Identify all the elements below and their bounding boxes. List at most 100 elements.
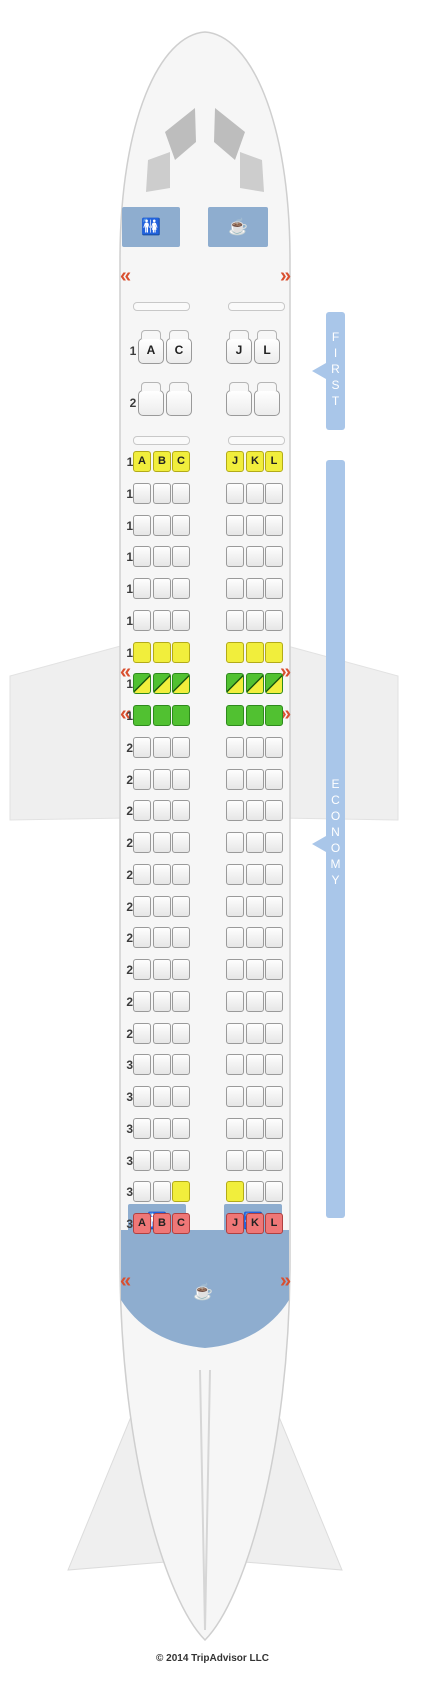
economy-seat[interactable] [153,482,171,504]
economy-seat[interactable] [172,482,190,504]
economy-seat[interactable] [246,641,264,663]
economy-seat[interactable]: A [133,1213,151,1234]
economy-seat[interactable] [133,832,151,853]
economy-seat[interactable] [246,990,264,1012]
economy-seat[interactable] [226,546,244,568]
economy-seat[interactable] [153,1022,171,1044]
economy-seat[interactable] [246,1117,264,1139]
economy-seat[interactable] [172,768,190,790]
economy-seat[interactable] [246,1022,264,1044]
economy-seat[interactable] [226,705,244,726]
economy-seat[interactable] [133,1149,151,1171]
economy-seat[interactable] [265,609,283,631]
economy-seat[interactable] [246,895,264,917]
economy-seat[interactable]: B [153,451,171,472]
economy-seat[interactable] [246,736,264,758]
economy-seat[interactable] [246,673,264,695]
economy-seat[interactable] [246,705,264,726]
economy-seat[interactable] [172,546,190,568]
economy-seat[interactable] [153,514,171,536]
economy-seat[interactable] [246,1086,264,1107]
economy-seat[interactable]: J [226,451,244,472]
economy-seat[interactable] [246,832,264,853]
economy-seat[interactable]: L [265,451,283,472]
economy-seat[interactable] [133,736,151,758]
economy-seat[interactable] [172,990,190,1012]
economy-seat[interactable] [172,514,190,536]
economy-seat[interactable] [265,1117,283,1139]
economy-seat[interactable] [172,578,190,599]
economy-seat[interactable] [226,1022,244,1044]
economy-seat[interactable] [153,546,171,568]
economy-seat[interactable] [172,832,190,853]
economy-seat[interactable] [133,673,151,695]
economy-seat[interactable] [265,895,283,917]
economy-seat[interactable] [153,959,171,980]
economy-seat[interactable] [172,641,190,663]
economy-seat[interactable] [226,609,244,631]
economy-seat[interactable] [226,578,244,599]
economy-seat[interactable] [153,832,171,853]
first-class-seat[interactable] [138,382,164,416]
economy-seat[interactable] [246,1149,264,1171]
economy-seat[interactable] [133,1054,151,1076]
economy-seat[interactable] [133,927,151,949]
economy-seat[interactable] [172,1086,190,1107]
economy-seat[interactable] [246,514,264,536]
economy-seat[interactable] [172,959,190,980]
economy-seat[interactable] [226,832,244,853]
economy-seat[interactable] [265,705,283,726]
economy-seat[interactable] [226,863,244,885]
economy-seat[interactable] [265,800,283,822]
economy-seat[interactable]: B [153,1213,171,1234]
first-class-seat[interactable]: C [166,330,192,364]
first-class-seat[interactable] [226,382,252,416]
economy-seat[interactable] [133,1086,151,1107]
economy-seat[interactable] [246,482,264,504]
economy-seat[interactable] [153,927,171,949]
economy-seat[interactable] [246,546,264,568]
economy-seat[interactable] [133,578,151,599]
economy-seat[interactable] [265,736,283,758]
economy-seat[interactable]: L [265,1213,283,1234]
economy-seat[interactable] [265,514,283,536]
economy-seat[interactable] [133,705,151,726]
economy-seat[interactable] [172,800,190,822]
economy-seat[interactable] [246,927,264,949]
economy-seat[interactable] [153,609,171,631]
economy-seat[interactable] [153,768,171,790]
economy-seat[interactable] [133,959,151,980]
economy-seat[interactable] [153,1149,171,1171]
first-class-seat[interactable]: J [226,330,252,364]
economy-seat[interactable] [226,959,244,980]
economy-seat[interactable] [153,990,171,1012]
economy-seat[interactable] [226,736,244,758]
economy-seat[interactable]: K [246,1213,264,1234]
economy-seat[interactable] [153,1086,171,1107]
economy-seat[interactable]: K [246,451,264,472]
economy-seat[interactable] [265,578,283,599]
economy-seat[interactable] [226,1086,244,1107]
economy-seat[interactable] [153,673,171,695]
economy-seat[interactable] [265,768,283,790]
economy-seat[interactable] [226,641,244,663]
economy-seat[interactable] [172,736,190,758]
economy-seat[interactable] [172,609,190,631]
economy-seat[interactable] [153,1181,171,1203]
economy-seat[interactable] [153,705,171,726]
economy-seat[interactable] [226,927,244,949]
economy-seat[interactable] [172,1149,190,1171]
economy-seat[interactable] [246,800,264,822]
economy-seat[interactable] [226,673,244,695]
economy-seat[interactable] [133,768,151,790]
economy-seat[interactable] [246,959,264,980]
economy-seat[interactable] [153,800,171,822]
economy-seat[interactable]: C [172,451,190,472]
economy-seat[interactable] [153,736,171,758]
economy-seat[interactable] [226,1054,244,1076]
economy-seat[interactable] [153,895,171,917]
economy-seat[interactable] [133,1181,151,1203]
economy-seat[interactable] [226,990,244,1012]
economy-seat[interactable] [226,800,244,822]
economy-seat[interactable] [226,768,244,790]
